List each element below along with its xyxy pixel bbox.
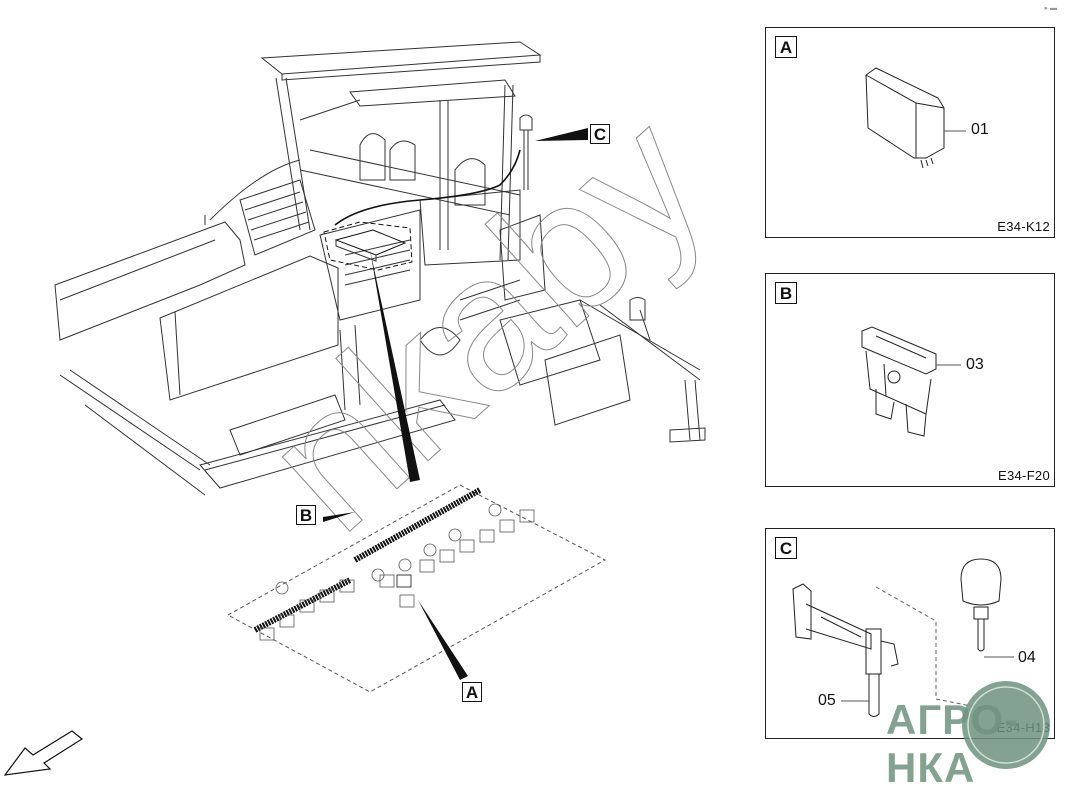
panel-reference-b: E34-F20: [998, 468, 1050, 483]
screed-unit: [419, 214, 706, 443]
relay-icon: [865, 67, 966, 169]
part-position-05[interactable]: 05: [818, 692, 836, 709]
panel-tag-a: A: [775, 36, 797, 58]
fuse-relay-board: [226, 484, 607, 693]
arrow-down-left-icon: [3, 730, 84, 776]
canopy-roof: [260, 41, 542, 107]
callout-b[interactable]: B: [296, 505, 316, 525]
beacon-bracket-icon: [792, 558, 1014, 717]
part-position-04[interactable]: 04: [1018, 649, 1036, 666]
svg-text:nkaby: nkaby: [226, 74, 745, 571]
detail-panel-a: A 01 E34-K12: [765, 27, 1055, 238]
part-position-03[interactable]: 03: [966, 356, 984, 373]
corner-mark: ▸ ▬: [1044, 5, 1057, 12]
crawler-track: [59, 324, 456, 496]
panel-reference-a: E34-K12: [997, 219, 1050, 234]
panel-tag-b: B: [775, 282, 797, 304]
leader-a: [418, 600, 468, 680]
callout-a[interactable]: A: [462, 682, 482, 702]
leader-c: [535, 128, 588, 141]
beacon-on-machine: [519, 114, 533, 190]
panel-tag-c: C: [775, 537, 797, 559]
leader-b: [323, 512, 355, 522]
operator-station: [299, 133, 521, 266]
part-position-01[interactable]: 01: [971, 121, 989, 138]
blade-fuse-icon: [861, 326, 961, 437]
beacon-cable: [334, 149, 521, 226]
leader-lines: [323, 128, 588, 680]
control-box: [323, 221, 413, 271]
callout-c[interactable]: C: [590, 124, 610, 144]
hopper: [54, 215, 339, 401]
leader-box-to-board: [370, 250, 420, 482]
nkaby-watermark: nkaby: [225, 73, 745, 571]
detail-panel-b: B 03 E34-F20: [765, 273, 1055, 487]
engine-body: [209, 159, 421, 321]
agro-logo-text: АГРО-НКА: [886, 696, 1020, 791]
